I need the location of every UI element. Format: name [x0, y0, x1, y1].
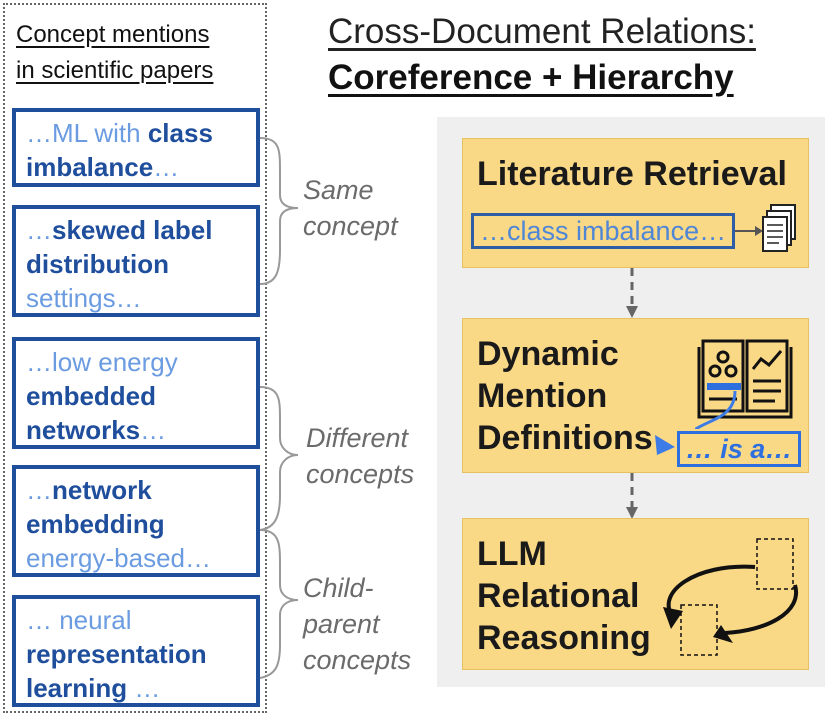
mention-box-1: …ML with class imbalance… [12, 108, 260, 187]
mention-box-5: … neural representation learning … [12, 595, 260, 707]
mentions-frame [3, 3, 267, 713]
child-parent-label: Child- parent concepts [303, 570, 411, 678]
label-line: Different [306, 423, 409, 453]
mention-post: … [153, 152, 180, 182]
left-title-line2: in scientific papers [16, 57, 214, 84]
header-title: Cross-Document Relations: [328, 12, 756, 51]
literature-retrieval-stage: Literature Retrieval …class imbalance… [462, 138, 809, 268]
title-line: Reasoning [477, 619, 651, 657]
title-line: LLM [477, 535, 547, 573]
relation-brackets [259, 137, 299, 679]
mention-term: network embedding [26, 475, 165, 539]
mention-box-2: …skewed label distribution settings… [12, 205, 260, 317]
mention-pre: … [26, 475, 52, 505]
label-line: concepts [306, 459, 415, 489]
flow-arrow-2 [626, 473, 638, 519]
mention-term: skewed label distribution [26, 215, 213, 279]
different-concepts-label: Different concepts [306, 420, 414, 492]
mention-term: class imbalance [26, 118, 213, 182]
query-box: …class imbalance… [471, 213, 735, 249]
child-parent-bracket [259, 529, 299, 679]
mention-box-4: …network embedding energy-based… [12, 465, 260, 577]
flow-arrow-1 [626, 268, 638, 318]
same-concept-bracket [259, 137, 299, 285]
open-book-icon [695, 339, 793, 429]
label-line: concept [303, 211, 398, 241]
cycle-arrows-icon [663, 538, 799, 656]
llm-reasoning-stage: LLM Relational Reasoning [462, 518, 809, 670]
mention-post: energy-based… [26, 543, 211, 573]
different-concepts-bracket [259, 386, 299, 531]
mention-pre: … [26, 215, 52, 245]
stage-title: LLM Relational Reasoning [477, 533, 651, 659]
mention-pre: …ML with [26, 118, 148, 148]
left-title-line1: Concept mentions [16, 21, 210, 48]
stage-title: Dynamic Mention Definitions [477, 333, 653, 459]
document-stack-icon [735, 204, 796, 252]
mention-term: representation learning [26, 639, 207, 703]
same-concept-label: Same concept [303, 172, 398, 244]
mention-term: embedded networks [26, 381, 157, 445]
mention-box-3: …low energy embedded networks… [12, 337, 260, 449]
label-line: concepts [303, 645, 412, 675]
label-line: parent [303, 609, 380, 639]
mention-post: … [140, 415, 167, 445]
mention-pre: … neural [26, 605, 132, 635]
mention-post: … [127, 673, 161, 703]
label-line: Child- [303, 573, 374, 603]
definition-snippet: … is a… [677, 431, 801, 467]
header-subtitle: Coreference + Hierarchy [328, 58, 734, 97]
stage-title: Literature Retrieval [477, 155, 787, 193]
definition-arrow-head [655, 435, 675, 455]
mention-pre: …low energy [26, 347, 178, 377]
label-line: Same [303, 175, 374, 205]
title-line: Mention [477, 377, 608, 415]
title-line: Definitions [477, 419, 653, 457]
title-line: Dynamic [477, 335, 619, 373]
mention-post: settings… [26, 283, 142, 313]
dynamic-definitions-stage: Dynamic Mention Definitions … is a… [462, 318, 809, 473]
title-line: Relational [477, 577, 640, 615]
